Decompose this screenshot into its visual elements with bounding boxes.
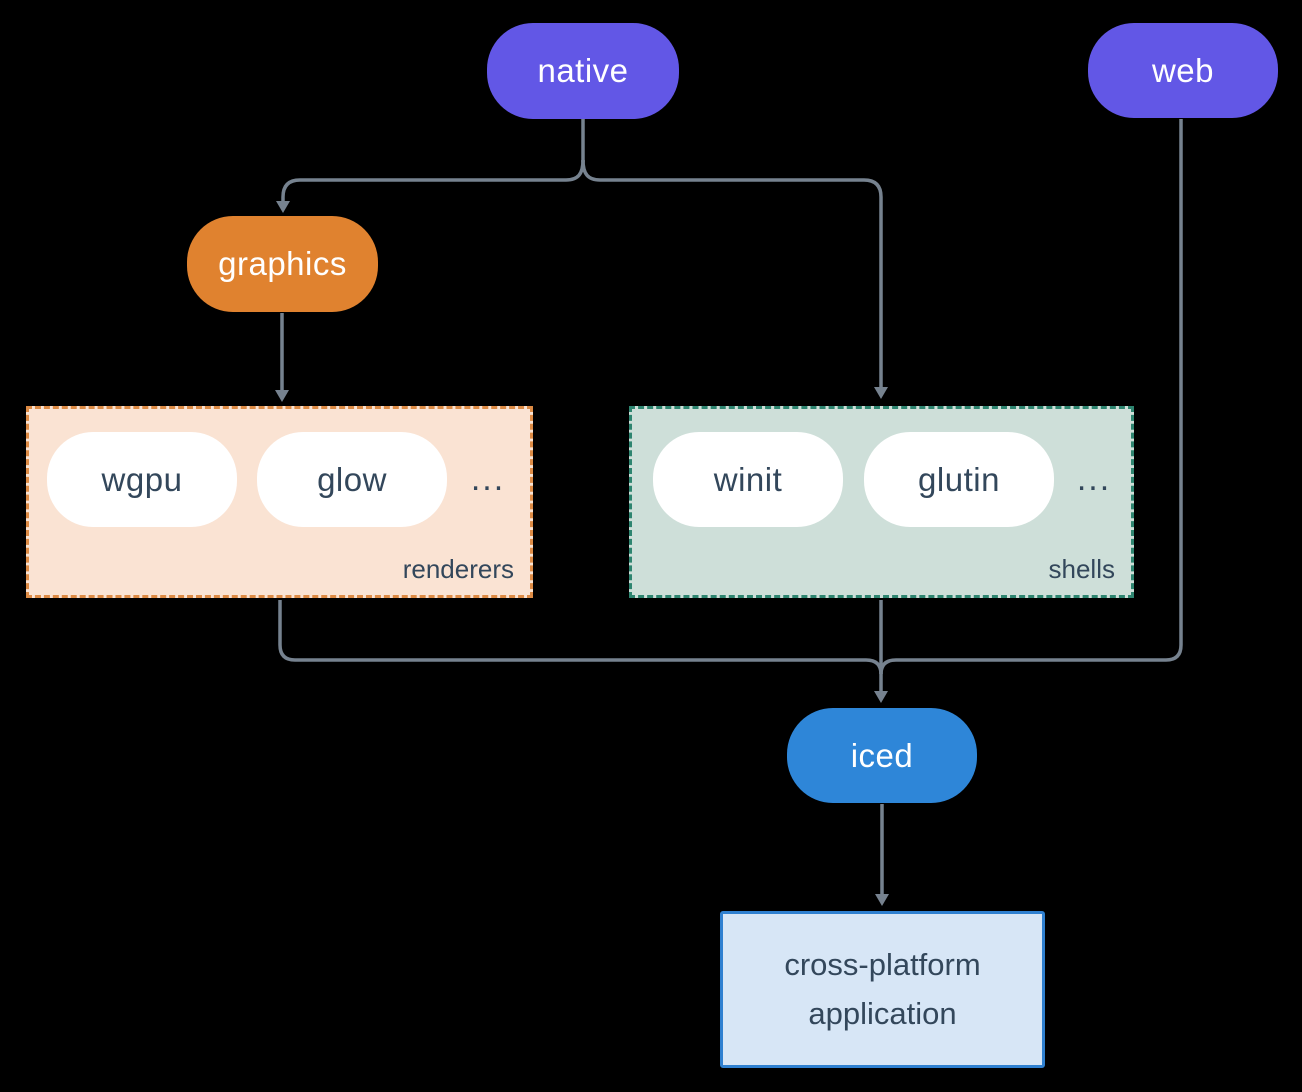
node-graphics: graphics bbox=[187, 216, 378, 312]
renderers-group: wgpu glow ... renderers bbox=[26, 406, 533, 598]
node-web-label: web bbox=[1151, 51, 1215, 89]
node-winit: winit bbox=[653, 432, 843, 527]
app-label-line2: application bbox=[808, 995, 957, 1031]
node-graphics-label: graphics bbox=[218, 245, 347, 282]
edge-native-graphics bbox=[276, 159, 585, 213]
node-glow: glow bbox=[257, 432, 447, 527]
node-web: web bbox=[1088, 23, 1278, 118]
node-cross-platform-application: cross-platform application bbox=[720, 911, 1045, 1068]
edge-native-shells bbox=[581, 159, 888, 399]
renderers-group-label: renderers bbox=[402, 554, 514, 584]
shells-group: winit glutin ... shells bbox=[629, 406, 1134, 598]
node-glutin-label: glutin bbox=[918, 460, 1000, 498]
edge-renderers-iced bbox=[278, 600, 883, 675]
shells-ellipsis: ... bbox=[1076, 460, 1112, 498]
node-iced-label: iced bbox=[850, 736, 914, 774]
node-wgpu-label: wgpu bbox=[101, 460, 183, 498]
node-glow-label: glow bbox=[317, 460, 387, 498]
node-native-label: native bbox=[537, 52, 629, 89]
node-native: native bbox=[487, 23, 679, 119]
node-winit-label: winit bbox=[713, 460, 783, 498]
node-glutin: glutin bbox=[864, 432, 1054, 527]
node-wgpu: wgpu bbox=[47, 432, 237, 527]
renderers-ellipsis: ... bbox=[470, 460, 506, 498]
app-label-line1: cross-platform bbox=[784, 947, 981, 983]
node-iced: iced bbox=[787, 708, 977, 803]
shells-group-label: shells bbox=[1048, 554, 1115, 584]
